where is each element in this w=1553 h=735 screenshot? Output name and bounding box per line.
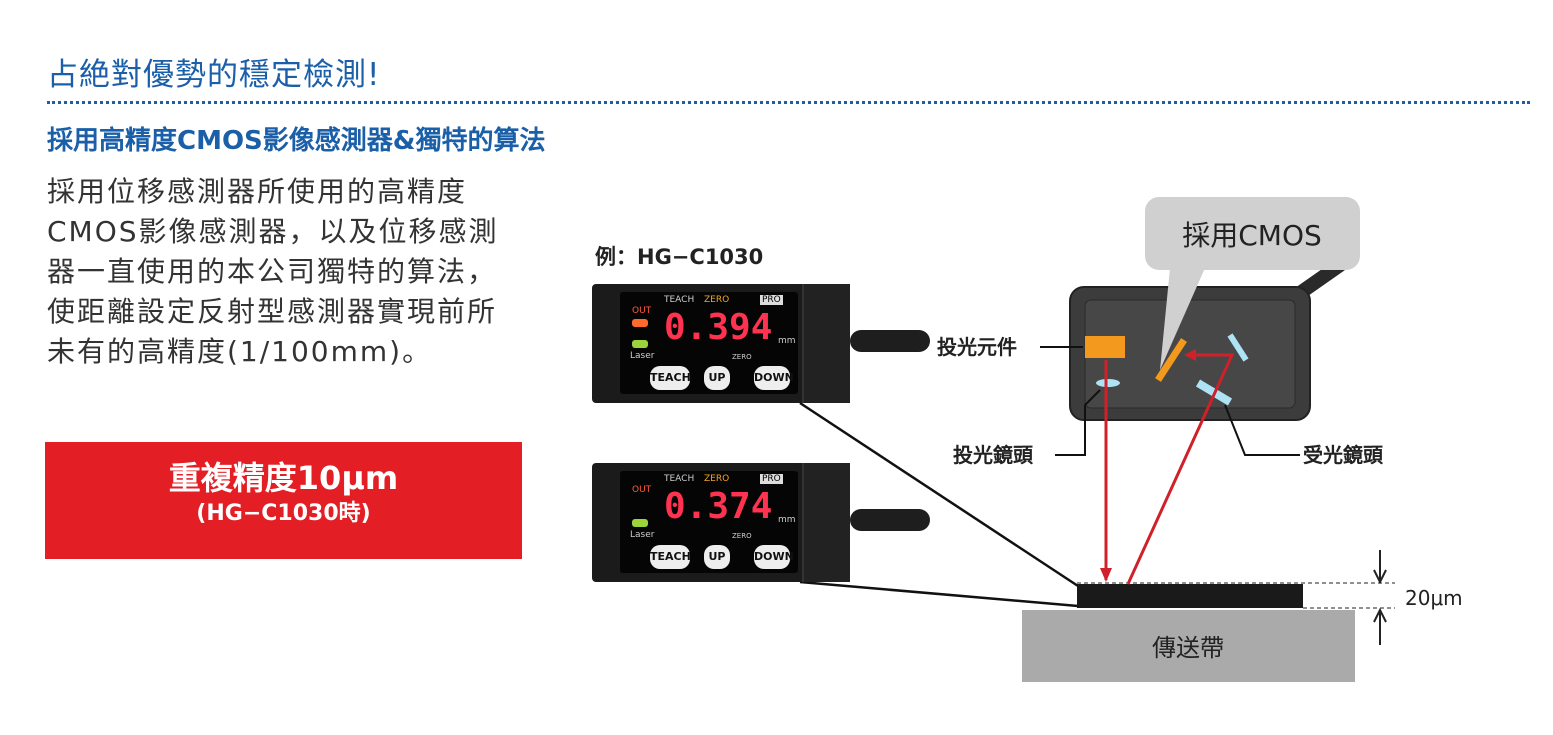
emitter-lens-label: 投光鏡頭	[953, 443, 1034, 467]
connector	[802, 463, 850, 582]
description: 採用位移感測器所使用的高精度 CMOS影像感測器，以及位移感測 器一直使用的本公…	[47, 172, 547, 372]
divider	[47, 101, 1530, 104]
zero-label: ZERO	[704, 295, 730, 305]
emitter-lens	[1096, 379, 1120, 387]
dimension-arrows	[1373, 550, 1387, 645]
down-button[interactable]: DOWN	[754, 545, 794, 569]
repeatability-highlight: 重複精度10μm (HG−C1030時)	[45, 442, 522, 559]
out-label: OUT	[632, 485, 652, 495]
highlight-note: (HG−C1030時)	[196, 501, 371, 526]
pointer-line	[799, 401, 1079, 588]
up-button[interactable]: UP	[704, 545, 730, 569]
teach-button[interactable]: TEACH	[650, 545, 691, 569]
unit-label: mm	[778, 336, 796, 346]
description-line: CMOS影像感測器，以及位移感測	[47, 215, 499, 248]
teach-label: TEACH	[664, 295, 695, 305]
callout-text: 採用CMOS	[1182, 219, 1322, 252]
callout-tail	[1160, 268, 1205, 370]
sensor-display: OUT Laser TEACH ZERO PRO 0.374 mm TEACH …	[620, 471, 798, 573]
cable	[850, 330, 930, 352]
measurement-value: 0.374	[664, 486, 773, 527]
teach-label: TEACH	[664, 474, 695, 484]
connector	[802, 284, 850, 403]
out-led	[632, 319, 648, 327]
description-line: 使距離設定反射型感測器實現前所	[47, 295, 498, 328]
sensor-unit-1: OUT Laser TEACH ZERO PRO 0.394 mm TEACH …	[592, 284, 850, 403]
leader-line	[1055, 389, 1101, 456]
leader-line	[1224, 404, 1300, 456]
out-label: OUT	[632, 306, 652, 316]
conveyor-label: 傳送帶	[1152, 634, 1224, 662]
laser-led	[632, 340, 648, 348]
section-subtitle: 採用高精度CMOS影像感測器&獨特的算法	[47, 126, 546, 156]
callout-bubble	[1145, 197, 1360, 270]
example-label: 例：HG−C1030	[595, 245, 764, 269]
down-button[interactable]: DOWN	[754, 366, 794, 390]
cable	[850, 509, 930, 531]
unit-label: mm	[778, 515, 796, 525]
laser-label: Laser	[630, 351, 655, 361]
reflected-arrow	[1184, 349, 1196, 361]
conveyor-belt	[1022, 610, 1355, 682]
laser-led	[632, 519, 648, 527]
sensor-display: OUT Laser TEACH ZERO PRO 0.394 mm TEACH …	[620, 292, 798, 394]
page-title: 占絶對優勢的穩定檢測!	[47, 57, 381, 93]
mirror	[1227, 333, 1249, 362]
cmos-sensor	[1155, 338, 1187, 382]
thickness-label: 20μm	[1405, 586, 1463, 610]
sensor-unit-2: OUT Laser TEACH ZERO PRO 0.374 mm TEACH …	[592, 463, 850, 582]
laser-arrow	[1100, 568, 1112, 582]
emitter-element	[1085, 336, 1125, 358]
reflected-beam	[1126, 353, 1235, 585]
description-line: 器一直使用的本公司獨特的算法，	[47, 255, 498, 288]
description-line: 採用位移感測器所使用的高精度	[47, 175, 468, 208]
emitter-label: 投光元件	[937, 335, 1017, 359]
zero-label: ZERO	[732, 353, 752, 361]
pro-badge: PRO	[760, 474, 783, 484]
teach-button[interactable]: TEACH	[650, 366, 691, 390]
zero-label: ZERO	[732, 532, 752, 540]
receiver-lens-label: 受光鏡頭	[1303, 443, 1384, 467]
target-object	[1077, 584, 1303, 608]
zero-label: ZERO	[704, 474, 730, 484]
pro-badge: PRO	[760, 295, 783, 305]
pointer-line	[799, 580, 1079, 608]
highlight-main: 重複精度10μm	[168, 459, 399, 497]
up-button[interactable]: UP	[704, 366, 730, 390]
measurement-value: 0.394	[664, 307, 773, 348]
laser-label: Laser	[630, 530, 655, 540]
description-line: 未有的高精度(1/100mm)。	[47, 335, 433, 368]
